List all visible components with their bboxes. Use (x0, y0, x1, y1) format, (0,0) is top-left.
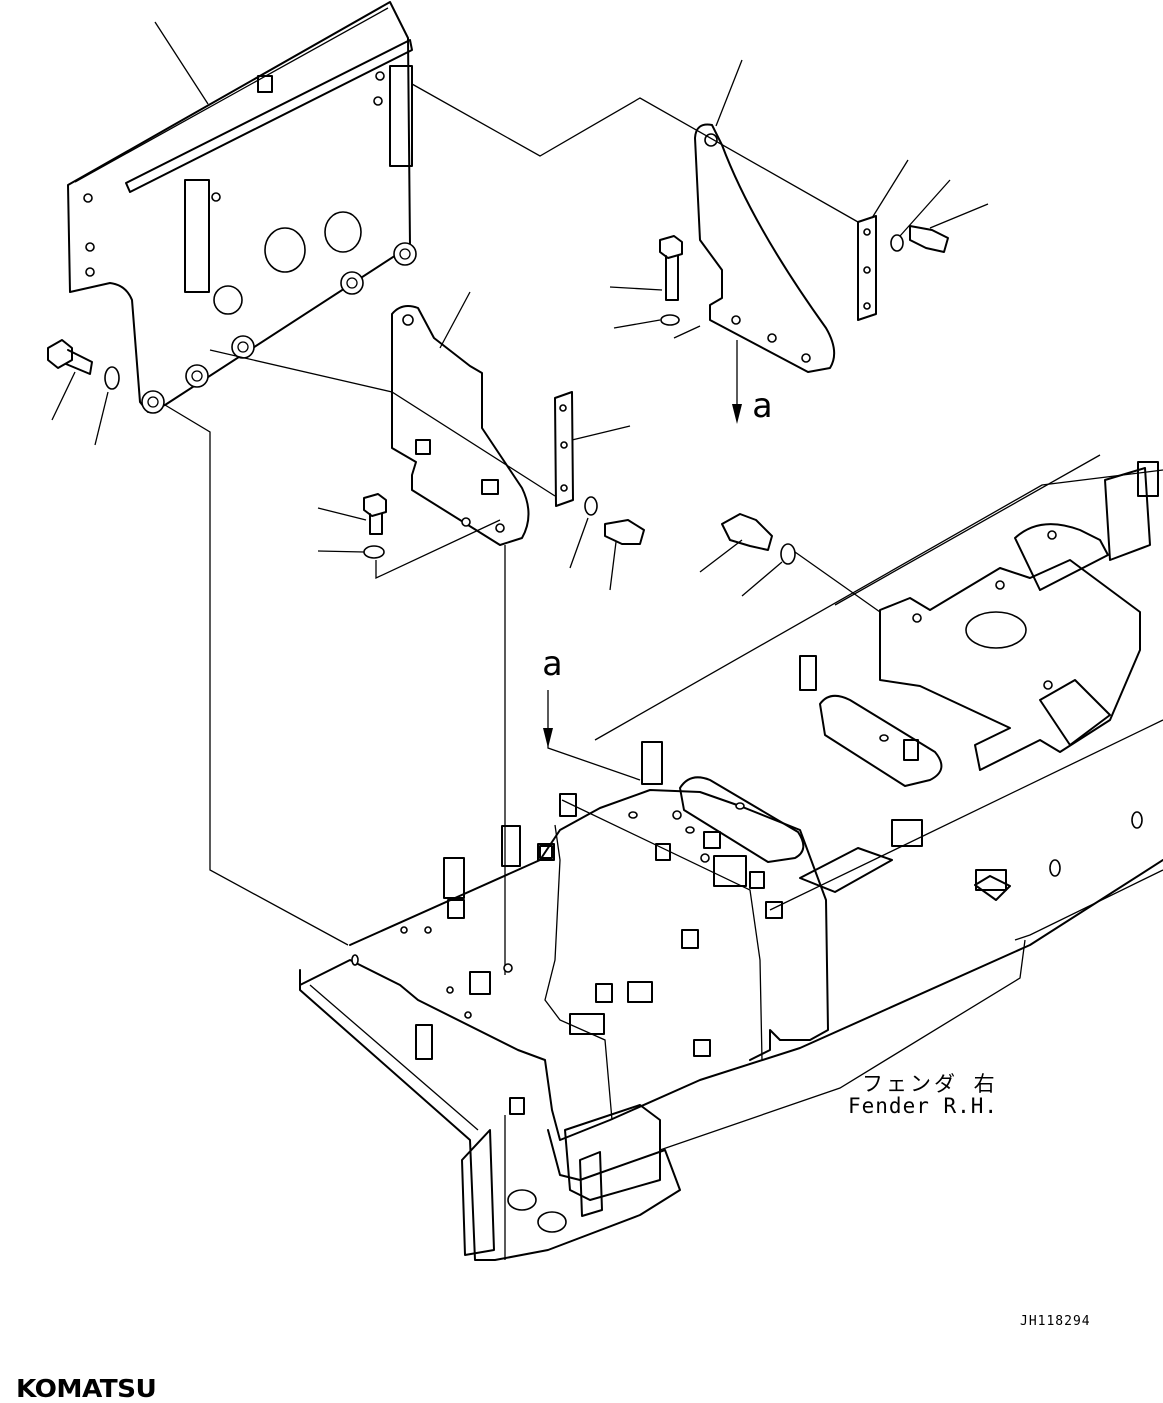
leader-flat-plate-right (871, 159, 909, 219)
washer-middle-upper (363, 545, 385, 559)
leader-right-bracket (715, 59, 743, 127)
leader-washer-left (94, 391, 109, 446)
leader-washer-frame (741, 561, 783, 597)
middle-bracket (391, 305, 530, 546)
leader-washer-right-upper (613, 319, 661, 329)
frame-nuts (415, 461, 1159, 1115)
leader-washer-right (899, 179, 951, 237)
view-a-label-mid: a (542, 644, 563, 684)
view-arrow-a-top (732, 340, 742, 424)
fender-label-english: Fender R.H. (848, 1094, 999, 1118)
view-a-label-top: a (752, 386, 773, 426)
leader-bolt-left (51, 371, 76, 421)
drawing-number: JH118294 (1020, 1314, 1091, 1329)
flat-plate-middle (554, 391, 574, 507)
leader-washer-middle-side (569, 517, 589, 569)
leader-flat-plate-middle (571, 425, 631, 441)
washer-right (890, 234, 904, 252)
leader-bolt-right-upper (609, 286, 663, 291)
view-arrow-a-mid (543, 690, 641, 781)
right-bracket (694, 123, 836, 373)
washer-middle-side (584, 496, 598, 516)
leader-bolt-middle-side (609, 541, 617, 591)
leader-bolt-right (929, 203, 989, 229)
bolt-right (909, 225, 949, 253)
bolt-left (47, 339, 93, 375)
bolt-middle-upper (363, 493, 387, 535)
assembly-guide-lines (164, 83, 881, 975)
bolt-right-upper (659, 235, 683, 301)
large-bracket-plate (67, 1, 417, 414)
flat-plate-right (857, 215, 877, 321)
leader-bolt-frame (699, 539, 743, 573)
leader-washer-middle-upper (317, 550, 365, 553)
washer-frame (780, 543, 796, 565)
main-frame (299, 454, 1163, 1261)
fender-label-japanese: フェンダ 右 (862, 1072, 998, 1096)
leader-bolt-middle-upper (317, 507, 367, 521)
washer-right-upper (660, 314, 680, 326)
bolt-frame (721, 513, 773, 551)
leader-plate (154, 21, 209, 105)
leader-middle-bracket (439, 291, 471, 349)
komatsu-logo: KOMATSU (16, 1374, 157, 1403)
washer-left (104, 366, 120, 390)
bolt-middle-side (604, 519, 645, 545)
